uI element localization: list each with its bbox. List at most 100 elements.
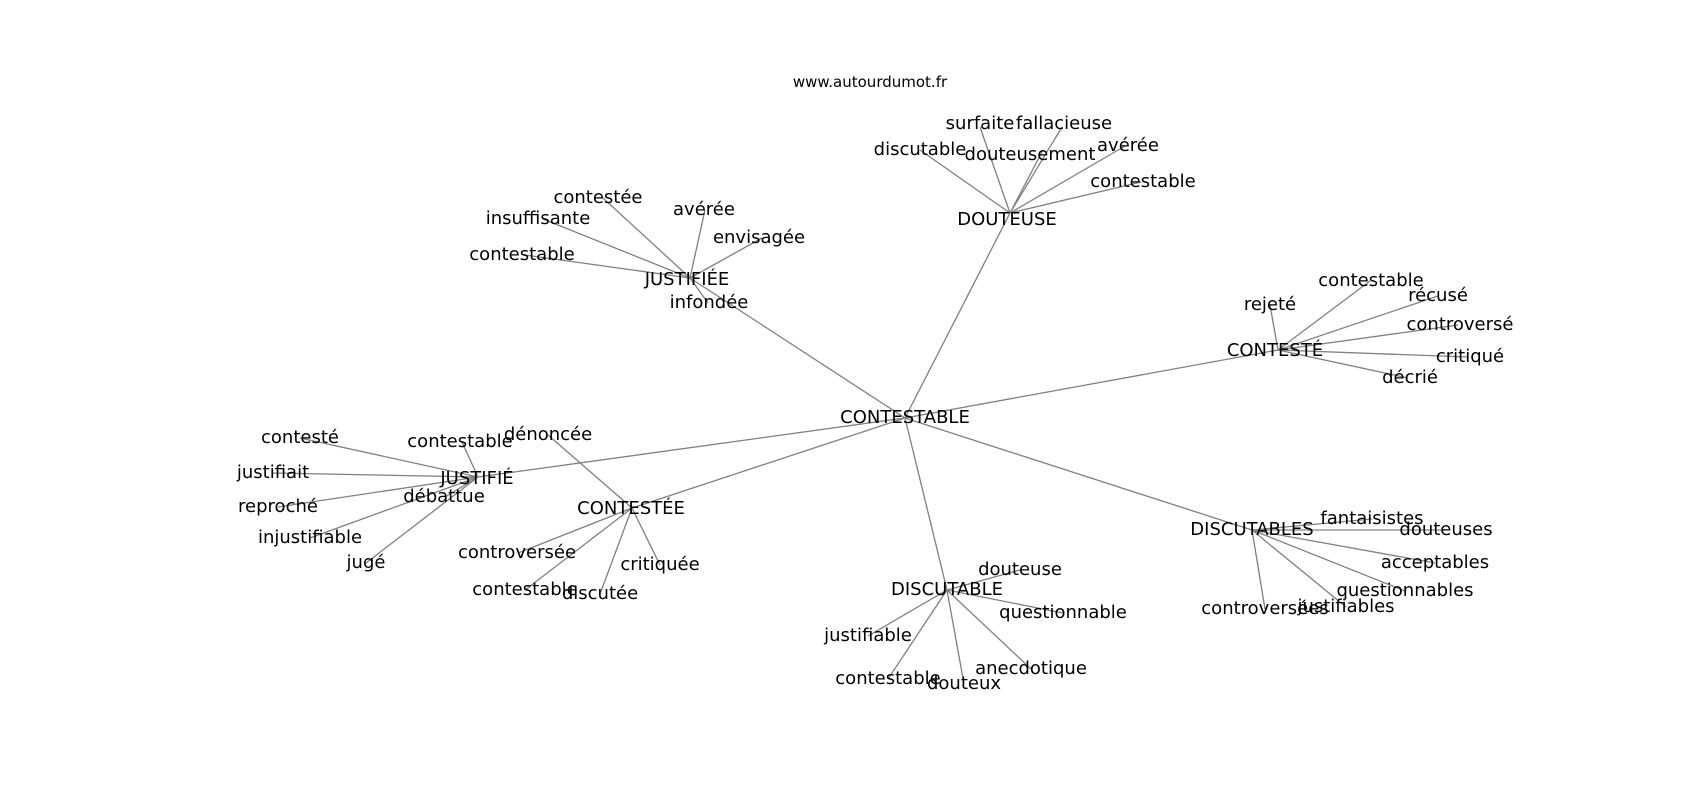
leaf-word-contestee-denoncee: dénoncée	[504, 424, 592, 445]
edge-douteuse-averee	[1009, 145, 1126, 214]
edge-justifie-justifiait	[272, 472, 479, 478]
leaf-word-justifie-reproche: reproché	[238, 496, 318, 517]
edge-douteuse-douteusement	[1009, 149, 1044, 214]
leaf-word-discutables-controversees: controversées	[1201, 598, 1328, 619]
edge-conteste-recuse	[1277, 295, 1439, 351]
edge-douteuse-fallacieuse	[1009, 126, 1063, 214]
edge-discutable-contestable	[887, 589, 948, 680]
hub-word-douteuse: DOUTEUSE	[957, 209, 1057, 230]
leaf-word-douteuse-averee: avérée	[1097, 135, 1159, 156]
edge-justifie-contestable	[461, 441, 479, 478]
leaf-word-discutable-douteux: douteux	[927, 673, 1001, 694]
edge-discutables-questionnables	[1251, 529, 1406, 592]
leaf-word-contestee-contestable: contestable	[472, 579, 577, 600]
leaf-word-discutables-fantaisistes: fantaisistes	[1320, 508, 1423, 529]
edge-douteuse-discutable	[919, 149, 1011, 214]
hub-word-contestee: CONTESTÉE	[577, 497, 685, 519]
edge-root-discutable	[904, 417, 948, 591]
leaf-word-justifiee-contestable: contestable	[469, 244, 574, 265]
edge-conteste-controverse	[1277, 324, 1459, 351]
edge-discutable-questionnable	[946, 589, 1064, 614]
edge-douteuse-surfaite	[979, 126, 1011, 214]
leaf-word-contestee-discutee: discutée	[562, 583, 638, 604]
edge-root-justifiee	[689, 277, 906, 419]
leaf-word-discutables-acceptables: acceptables	[1381, 552, 1489, 573]
edge-contestee-critiquee	[631, 507, 661, 566]
leaf-word-justifiee-contestee: contestée	[553, 187, 642, 208]
leaf-word-discutables-douteuses: douteuses	[1399, 519, 1492, 540]
hub-word-discutables: DISCUTABLES	[1190, 519, 1313, 540]
hub-word-justifie: JUSTIFIÉ	[439, 467, 513, 489]
edge-contestee-discutee	[599, 507, 633, 595]
leaf-word-justifie-conteste: contesté	[261, 427, 339, 448]
edge-conteste-contestable	[1277, 280, 1371, 351]
edge-conteste-rejete	[1269, 304, 1279, 351]
edge-discutable-anecdotique	[946, 589, 1032, 670]
leaf-word-douteuse-douteusement: douteusement	[965, 144, 1096, 165]
leaf-word-contestee-critiquee: critiquée	[620, 554, 699, 575]
edge-root-discutables	[904, 417, 1253, 531]
leaf-word-discutable-douteuse: douteuse	[978, 559, 1062, 580]
edge-contestee-contestable	[524, 507, 633, 591]
edge-justifiee-averee	[689, 209, 706, 279]
edge-root-justifie	[477, 417, 906, 478]
edge-justifiee-insuffisante	[542, 218, 691, 279]
edge-justifiee-contestable	[524, 254, 691, 279]
leaf-word-justifie-injustifiable: injustifiable	[258, 527, 362, 548]
edge-discutable-douteuse	[946, 569, 1021, 591]
edge-discutable-douteux	[946, 589, 965, 685]
site-url: www.autourdumot.fr	[792, 73, 948, 91]
leaf-word-douteuse-contestable: contestable	[1090, 171, 1195, 192]
edge-justifie-debattue	[444, 476, 479, 498]
leaf-word-discutables-justifiables: justifiables	[1296, 596, 1394, 617]
leaf-word-conteste-contestable: contestable	[1318, 270, 1423, 291]
leaf-word-conteste-rejete: rejeté	[1244, 294, 1296, 315]
edge-justifie-juge	[365, 476, 479, 564]
hub-word-justifiee: JUSTIFIÉE	[644, 268, 730, 290]
edge-discutables-justifiables	[1251, 529, 1347, 608]
edge-justifie-reproche	[277, 476, 479, 508]
leaf-word-justifie-justifiait: justifiait	[236, 462, 309, 483]
leaf-word-justifiee-averee: avérée	[673, 199, 735, 220]
leaf-word-conteste-decrie: décrié	[1382, 367, 1438, 388]
hub-word-discutable: DISCUTABLE	[891, 579, 1003, 600]
edge-douteuse-contestable	[1009, 181, 1142, 214]
edge-discutables-controversees	[1251, 529, 1266, 610]
edge-discutables-acceptables	[1251, 529, 1436, 564]
graph-edges	[272, 126, 1469, 685]
leaf-word-justifie-contestable: contestable	[407, 431, 512, 452]
edge-root-contestee	[631, 417, 906, 509]
edge-root-conteste	[904, 349, 1279, 419]
edge-justifie-conteste	[299, 437, 479, 478]
leaf-word-discutable-contestable: contestable	[835, 668, 940, 689]
edge-conteste-decrie	[1277, 349, 1409, 379]
edge-justifiee-infondee	[689, 277, 709, 304]
hub-word-conteste: CONTESTÉ	[1227, 339, 1323, 361]
leaf-word-conteste-critique: critiqué	[1436, 346, 1504, 367]
leaf-word-discutable-anecdotique: anecdotique	[975, 658, 1087, 679]
leaf-word-discutables-questionnables: questionnables	[1336, 580, 1473, 601]
edge-contestee-denoncee	[547, 434, 633, 509]
edge-conteste-critique	[1277, 349, 1469, 358]
edge-justifiee-contestee	[602, 197, 691, 279]
leaf-word-discutable-questionnable: questionnable	[999, 602, 1127, 623]
root-word: CONTESTABLE	[840, 407, 970, 428]
edge-discutables-fantaisistes	[1251, 518, 1373, 531]
leaf-word-conteste-recuse: récusé	[1408, 285, 1468, 306]
edge-root-douteuse	[904, 212, 1011, 419]
edge-contestee-controversee	[517, 507, 633, 554]
leaf-word-contestee-controversee: controversée	[458, 542, 576, 563]
edge-justifiee-envisagee	[689, 237, 763, 279]
edge-discutable-justifiable	[867, 589, 948, 637]
leaf-word-justifie-juge: jugé	[346, 552, 386, 573]
edge-justifie-injustifiable	[309, 476, 479, 539]
leaf-word-discutable-justifiable: justifiable	[823, 625, 912, 646]
leaf-word-douteuse-fallacieuse: fallacieuse	[1016, 113, 1112, 134]
leaf-word-justifie-debattue: débattue	[403, 486, 485, 507]
leaf-word-justifiee-infondee: infondée	[670, 292, 749, 313]
leaf-word-douteuse-surfaite: surfaite	[946, 113, 1015, 134]
leaf-word-justifiee-insuffisante: insuffisante	[486, 208, 591, 229]
leaf-word-douteuse-discutable: discutable	[874, 139, 967, 160]
